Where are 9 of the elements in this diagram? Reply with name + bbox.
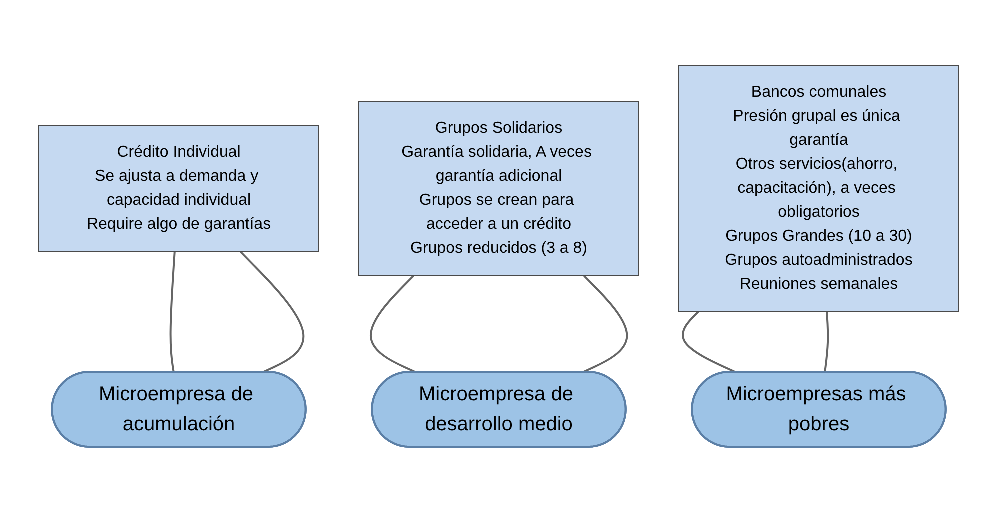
node-box: Bancos comunales Presión grupal es única garantía Otros servicios(ahorro, capacitación), a veces obligatorios Grupos Grandes (10 a 30) Grupos autoadministrados Reuniones semanales [678,66,959,312]
connector [824,312,829,373]
connector [169,252,176,373]
connector [582,275,628,374]
connector [682,311,736,374]
node-box: Crédito Individual Se ajusta a demanda y capacidad individual Require algo de garantías [38,126,319,252]
connector [369,275,416,374]
connector [240,251,304,374]
node-box: Grupos Solidarios Garantía solidaria, A veces garantía adicional Grupos se crean para acceder a un crédito Grupos reducidos (3 a 8) [358,102,639,276]
